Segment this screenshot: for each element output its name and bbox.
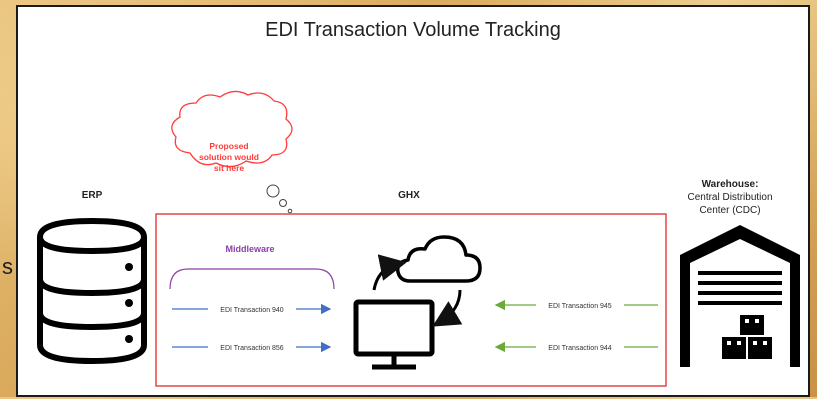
edi-945-arrow: EDI Transaction 945 bbox=[494, 299, 658, 311]
diagram-title: EDI Transaction Volume Tracking bbox=[265, 19, 561, 41]
thought-dot-large bbox=[266, 184, 280, 198]
computer-icon bbox=[353, 299, 435, 370]
edi-944-arrow: EDI Transaction 944 bbox=[494, 341, 658, 353]
erp-label: ERP bbox=[82, 190, 103, 201]
thought-line-2: solution would bbox=[199, 152, 259, 162]
warehouse-icon bbox=[680, 225, 800, 367]
thought-line-1: Proposed bbox=[209, 141, 248, 151]
warehouse-line-2: Central Distribution bbox=[687, 192, 772, 203]
middleware-label: Middleware bbox=[225, 244, 274, 254]
diagram-panel: EDI Transaction Volume Tracking Proposed… bbox=[16, 5, 810, 397]
warehouse-title: Warehouse: bbox=[702, 179, 759, 190]
diagram-canvas: Proposed solution would sit here ERP GHX… bbox=[37, 90, 800, 387]
middleware-bracket bbox=[169, 268, 335, 290]
warehouse-line-3: Center (CDC) bbox=[699, 205, 760, 216]
ghx-label: GHX bbox=[398, 190, 420, 201]
thought-dot-medium bbox=[279, 199, 287, 207]
slide-edge-text: s bbox=[2, 254, 13, 279]
edi-944-label: EDI Transaction 944 bbox=[548, 345, 612, 352]
thought-line-3: sit here bbox=[214, 163, 245, 173]
edi-856-label: EDI Transaction 856 bbox=[220, 345, 284, 352]
thought-bubble: Proposed solution would sit here bbox=[171, 90, 293, 214]
cloud-icon bbox=[395, 235, 482, 283]
thought-cloud-shape bbox=[171, 90, 293, 168]
thought-dot-small bbox=[287, 208, 293, 214]
ghx-boundary bbox=[155, 213, 667, 387]
edi-940-arrow: EDI Transaction 940 bbox=[172, 303, 332, 315]
edi-940-label: EDI Transaction 940 bbox=[220, 307, 284, 314]
edi-945-label: EDI Transaction 945 bbox=[548, 303, 612, 310]
edi-856-arrow: EDI Transaction 856 bbox=[172, 341, 332, 353]
database-icon bbox=[37, 217, 147, 365]
sync-arrows-icon bbox=[372, 254, 463, 327]
